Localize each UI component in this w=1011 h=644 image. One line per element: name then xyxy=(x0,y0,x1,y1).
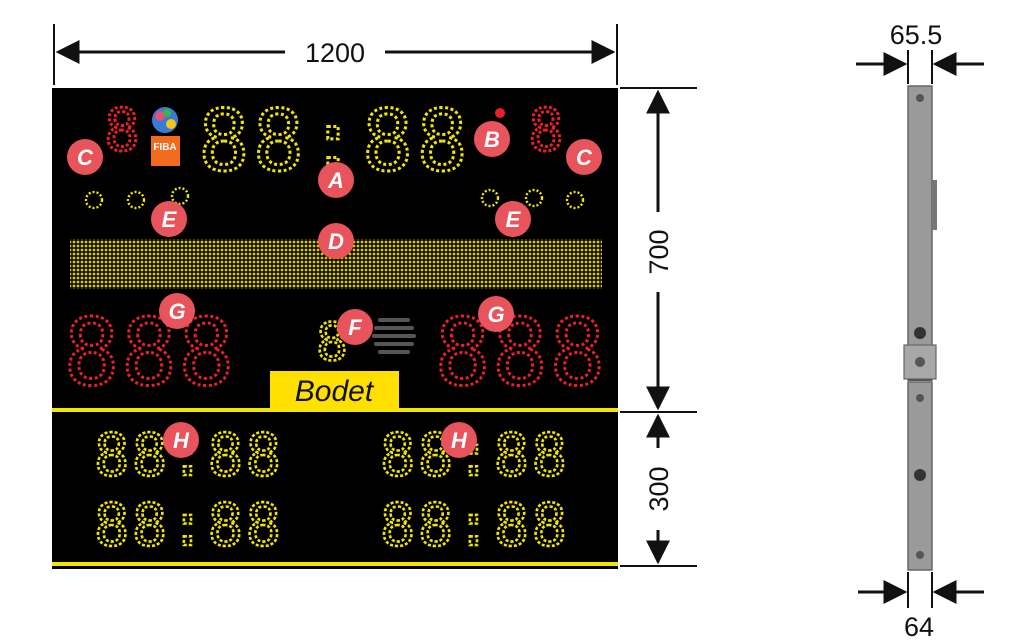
depth-bottom-label: 64 xyxy=(904,612,934,642)
callout-c-right: C xyxy=(566,139,602,175)
depth-bottom-dimension: 64 xyxy=(858,572,984,642)
width-dimension: 1200 xyxy=(53,24,618,85)
svg-text:E: E xyxy=(506,207,522,232)
foul-indicators-right xyxy=(480,188,585,210)
player-time-3: 88:88 xyxy=(94,491,284,559)
callout-d: D xyxy=(318,223,354,259)
side-profile xyxy=(903,85,937,571)
height-upper-label: 700 xyxy=(644,229,674,274)
svg-text:G: G xyxy=(168,299,185,324)
svg-text:F: F xyxy=(348,315,362,340)
svg-text:B: B xyxy=(484,127,500,152)
fiba-logo: FIBA xyxy=(151,107,180,166)
possession-lamp xyxy=(495,108,505,118)
svg-text:A: A xyxy=(327,168,344,193)
bodet-logo xyxy=(270,371,399,409)
callout-e-right: E xyxy=(495,201,531,237)
callout-f: F xyxy=(337,309,373,345)
player-time-2: 88:88 xyxy=(380,421,570,489)
score-right: 888 xyxy=(435,299,607,406)
svg-text:D: D xyxy=(328,229,344,254)
svg-text:E: E xyxy=(162,207,178,232)
period-right: 8 xyxy=(529,96,564,164)
player-time-4: 88:88 xyxy=(380,491,570,559)
svg-text:H: H xyxy=(173,428,190,453)
callout-g-left: G xyxy=(159,293,195,329)
score-left: 888 xyxy=(64,299,236,406)
callout-e-left: E xyxy=(151,201,187,237)
height-dimension: 700 300 xyxy=(620,87,697,567)
horn-speaker xyxy=(372,318,416,354)
fiba-text: FIBA xyxy=(153,142,176,153)
depth-top-dimension: 65.5 xyxy=(856,20,984,84)
svg-text:H: H xyxy=(451,428,468,453)
bodet-logo-text: Bodet xyxy=(295,375,375,408)
section-divider xyxy=(52,408,618,412)
callout-b: B xyxy=(474,121,510,157)
callout-a: A xyxy=(318,162,354,198)
period-left: 8 xyxy=(105,96,140,164)
svg-text:C: C xyxy=(77,145,94,170)
height-lower-label: 300 xyxy=(644,466,674,511)
bottom-border xyxy=(52,562,618,566)
depth-top-label: 65.5 xyxy=(890,20,943,50)
callout-h-right: H xyxy=(441,422,477,458)
callout-c-left: C xyxy=(67,139,103,175)
foul-indicators-left xyxy=(84,186,190,210)
width-label: 1200 xyxy=(305,38,365,68)
svg-text:C: C xyxy=(576,145,593,170)
callout-g-right: G xyxy=(478,296,514,332)
svg-text:G: G xyxy=(487,302,504,327)
callout-h-left: H xyxy=(163,422,199,458)
